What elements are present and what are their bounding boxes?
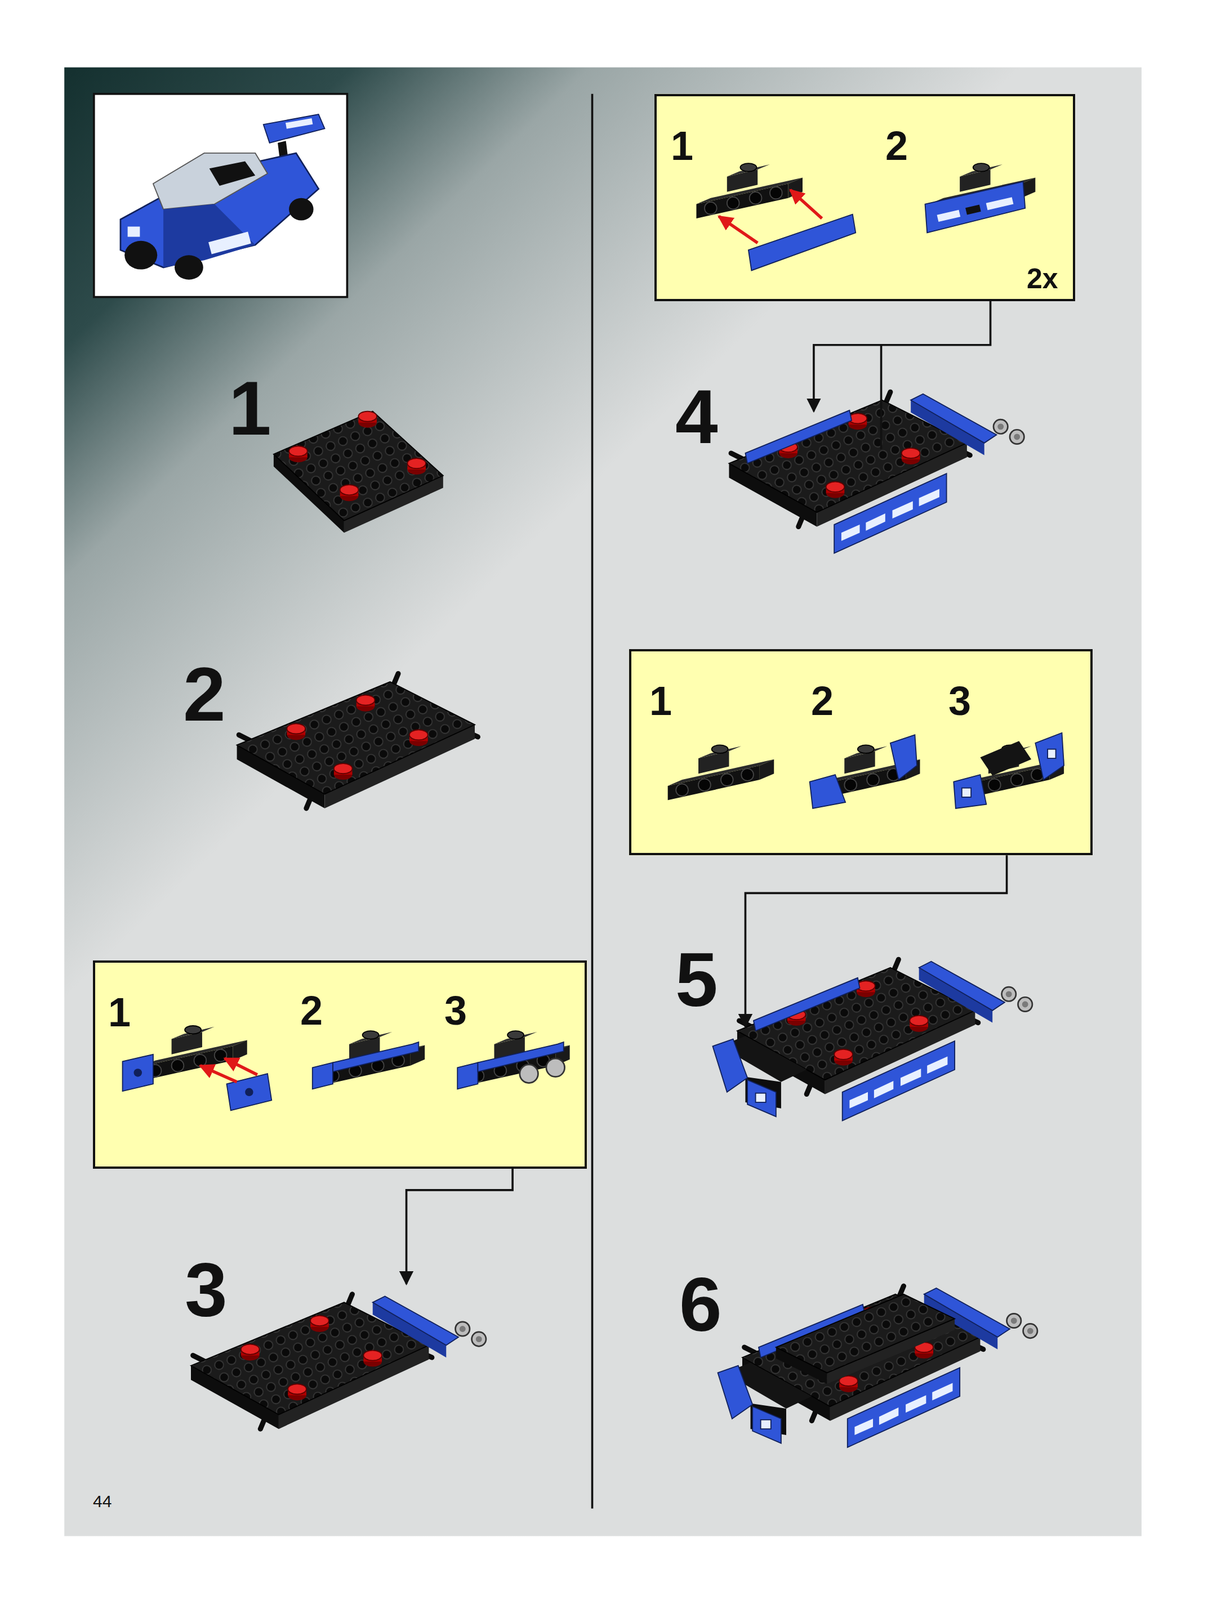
callout-step-number: 1 [649,680,672,722]
step-number: 1 [228,370,272,447]
page-number: 44 [92,1493,112,1511]
callout-box: 1 2 3 [629,649,1093,856]
callout-step-number: 2x [1026,264,1059,293]
step-number: 4 [675,378,719,456]
callout-step-number: 2 [300,990,323,1032]
callout-step-number: 3 [948,680,971,722]
step-number: 5 [675,941,719,1019]
callout-step-number: 2 [885,125,908,167]
step-number: 6 [679,1266,723,1344]
callout-box: 1 2 2x [654,94,1076,302]
callout-step-number: 1 [108,992,131,1033]
step-number: 3 [184,1251,228,1329]
callout-step-number: 3 [444,990,467,1032]
step-number: 2 [183,656,226,733]
callout-box: 1 2 3 [92,960,587,1170]
callout-step-number: 1 [670,125,694,167]
callout-step-number: 2 [811,680,834,722]
